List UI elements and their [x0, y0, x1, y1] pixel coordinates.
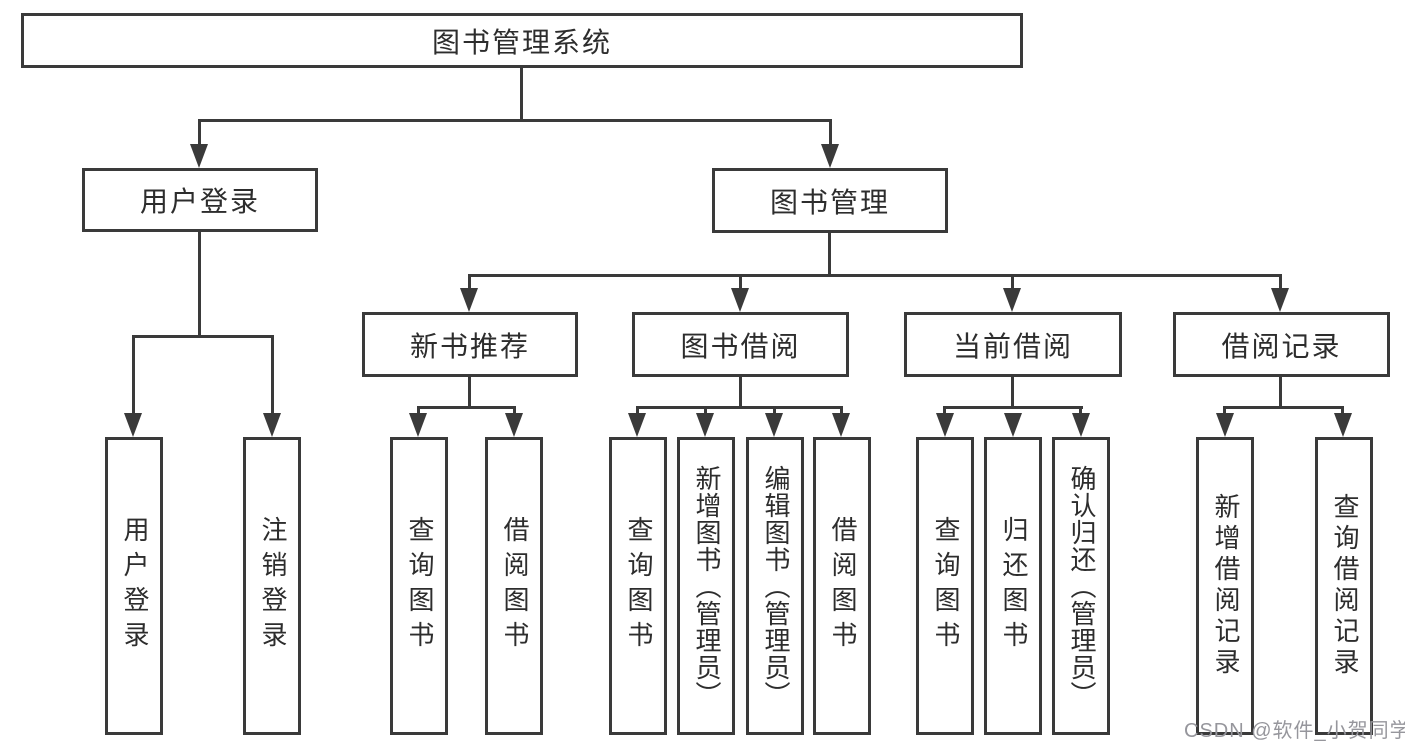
connector-line — [1223, 406, 1344, 409]
connector-line — [636, 406, 843, 409]
node-label: 新书推荐 — [409, 330, 530, 362]
leaf-label: 新增图书（管理员） — [691, 464, 722, 708]
connector-line — [1011, 274, 1014, 292]
node-label: 借阅记录 — [1221, 330, 1342, 362]
leaf-label: 确认归还（管理员） — [1066, 464, 1097, 708]
arrow-down-icon — [1271, 288, 1289, 312]
arrow-down-icon — [460, 288, 478, 312]
arrow-down-icon — [765, 413, 783, 437]
connector-line — [417, 406, 516, 409]
connector-line — [417, 406, 420, 416]
leaf-label: 借阅图书 — [499, 516, 530, 656]
leaf-add-borrow-record: 新增借阅记录 — [1196, 437, 1254, 735]
arrow-down-icon — [1072, 413, 1090, 437]
node-library-system: 图书管理系统 — [21, 13, 1023, 68]
leaf-label: 归还图书 — [998, 516, 1029, 656]
arrow-down-icon — [1334, 413, 1352, 437]
connector-line — [513, 406, 516, 416]
node-book-management: 图书管理 — [712, 168, 948, 233]
arrow-down-icon — [1216, 413, 1234, 437]
node-label: 图书借阅 — [680, 330, 801, 362]
arrow-down-icon — [821, 144, 839, 168]
connector-line — [468, 274, 471, 292]
leaf-label: 查询图书 — [623, 516, 654, 656]
connector-line — [468, 376, 471, 409]
leaf-label: 查询图书 — [930, 516, 961, 656]
connector-line — [840, 406, 843, 416]
connector-line — [739, 377, 742, 409]
connector-line — [828, 233, 831, 277]
arrow-down-icon — [1004, 413, 1022, 437]
node-user-login: 用户登录 — [82, 168, 318, 232]
arrow-down-icon — [832, 413, 850, 437]
node-label: 用户登录 — [139, 186, 260, 217]
connector-line — [1279, 376, 1282, 409]
arrow-down-icon — [1003, 288, 1021, 312]
leaf-label: 查询图书 — [404, 516, 435, 656]
leaf-query-books-recommend: 查询图书 — [390, 437, 448, 735]
leaf-label: 新增借阅记录 — [1210, 493, 1241, 679]
connector-line — [1011, 377, 1014, 409]
connector-line — [943, 406, 1083, 409]
arrow-down-icon — [936, 413, 954, 437]
connector-line — [132, 335, 274, 338]
node-label: 图书管理系统 — [431, 26, 612, 58]
connector-line — [636, 406, 639, 416]
leaf-label: 用户登录 — [119, 516, 150, 656]
connector-line — [829, 119, 832, 147]
arrow-down-icon — [731, 288, 749, 312]
leaf-query-books-current: 查询图书 — [916, 437, 974, 735]
leaf-user-login: 用户登录 — [105, 437, 163, 735]
leaf-confirm-return-admin: 确认归还（管理员） — [1052, 437, 1110, 735]
node-borrow-records: 借阅记录 — [1173, 312, 1390, 377]
leaf-label: 借阅图书 — [827, 516, 858, 656]
connector-line — [198, 232, 201, 338]
leaf-borrow-books-recommend: 借阅图书 — [485, 437, 543, 735]
leaf-query-books-borrow: 查询图书 — [609, 437, 667, 735]
connector-line — [1341, 406, 1344, 416]
connector-line — [704, 406, 707, 416]
connector-line — [773, 406, 776, 416]
node-new-book-recommend: 新书推荐 — [362, 312, 578, 377]
arrow-down-icon — [190, 144, 208, 168]
leaf-label: 编辑图书（管理员） — [760, 464, 791, 708]
connector-line — [520, 68, 523, 120]
node-label: 当前借阅 — [952, 330, 1073, 362]
leaf-add-books-admin: 新增图书（管理员） — [677, 437, 735, 735]
connector-line — [1223, 406, 1226, 416]
arrow-down-icon — [696, 413, 714, 437]
leaf-label: 查询借阅记录 — [1329, 493, 1360, 679]
watermark: CSDN @软件_小贺同学 — [1184, 720, 1405, 742]
leaf-borrow-books: 借阅图书 — [813, 437, 871, 735]
connector-line — [271, 335, 274, 415]
node-current-borrow: 当前借阅 — [904, 312, 1122, 377]
connector-line — [198, 119, 201, 147]
arrow-down-icon — [124, 413, 142, 437]
arrow-down-icon — [628, 413, 646, 437]
connector-line — [468, 274, 1282, 277]
connector-line — [739, 274, 742, 292]
connector-line — [1279, 274, 1282, 292]
arrow-down-icon — [409, 413, 427, 437]
node-book-borrow: 图书借阅 — [632, 312, 849, 377]
node-label: 图书管理 — [769, 186, 890, 218]
connector-line — [943, 406, 946, 416]
connector-line — [198, 119, 832, 122]
leaf-edit-books-admin: 编辑图书（管理员） — [746, 437, 804, 735]
leaf-query-borrow-record: 查询借阅记录 — [1315, 437, 1373, 735]
leaf-return-books: 归还图书 — [984, 437, 1042, 735]
leaf-logout: 注销登录 — [243, 437, 301, 735]
connector-line — [132, 335, 135, 415]
arrow-down-icon — [505, 413, 523, 437]
connector-line — [1079, 406, 1082, 416]
arrow-down-icon — [263, 413, 281, 437]
leaf-label: 注销登录 — [257, 516, 288, 656]
